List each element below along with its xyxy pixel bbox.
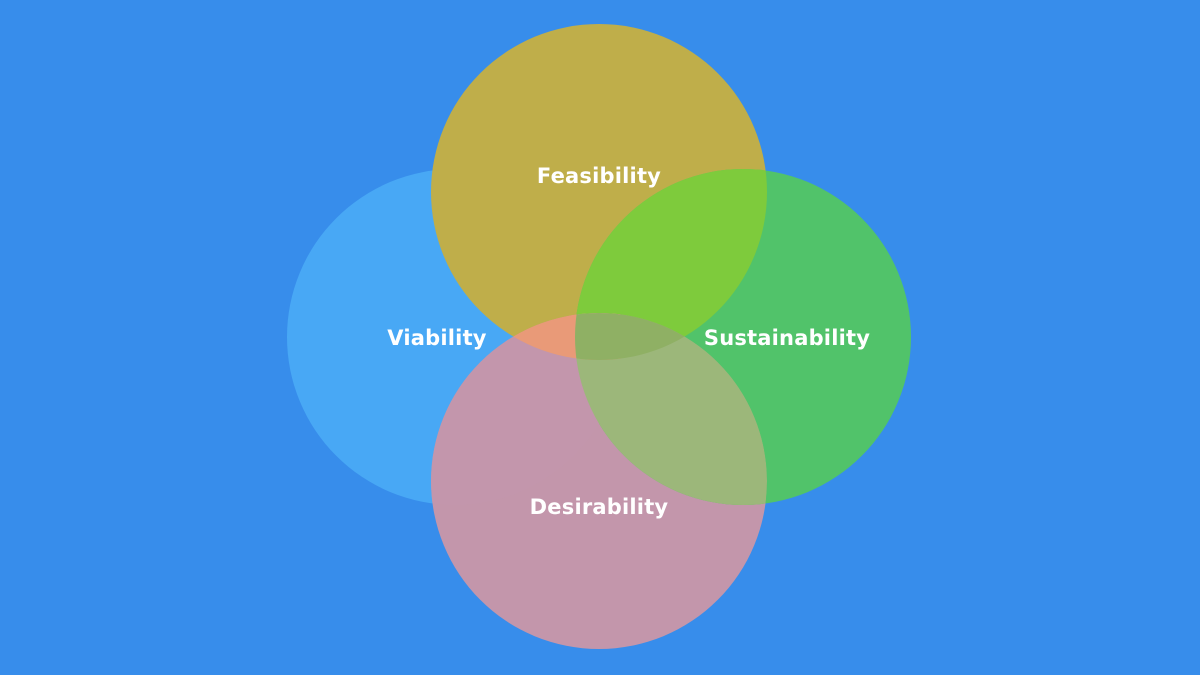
feasibility-label: Feasibility — [536, 164, 662, 188]
desirability-label: Desirability — [529, 495, 669, 519]
sustainability-label: Sustainability — [703, 326, 871, 350]
viability-label: Viability — [387, 326, 487, 350]
